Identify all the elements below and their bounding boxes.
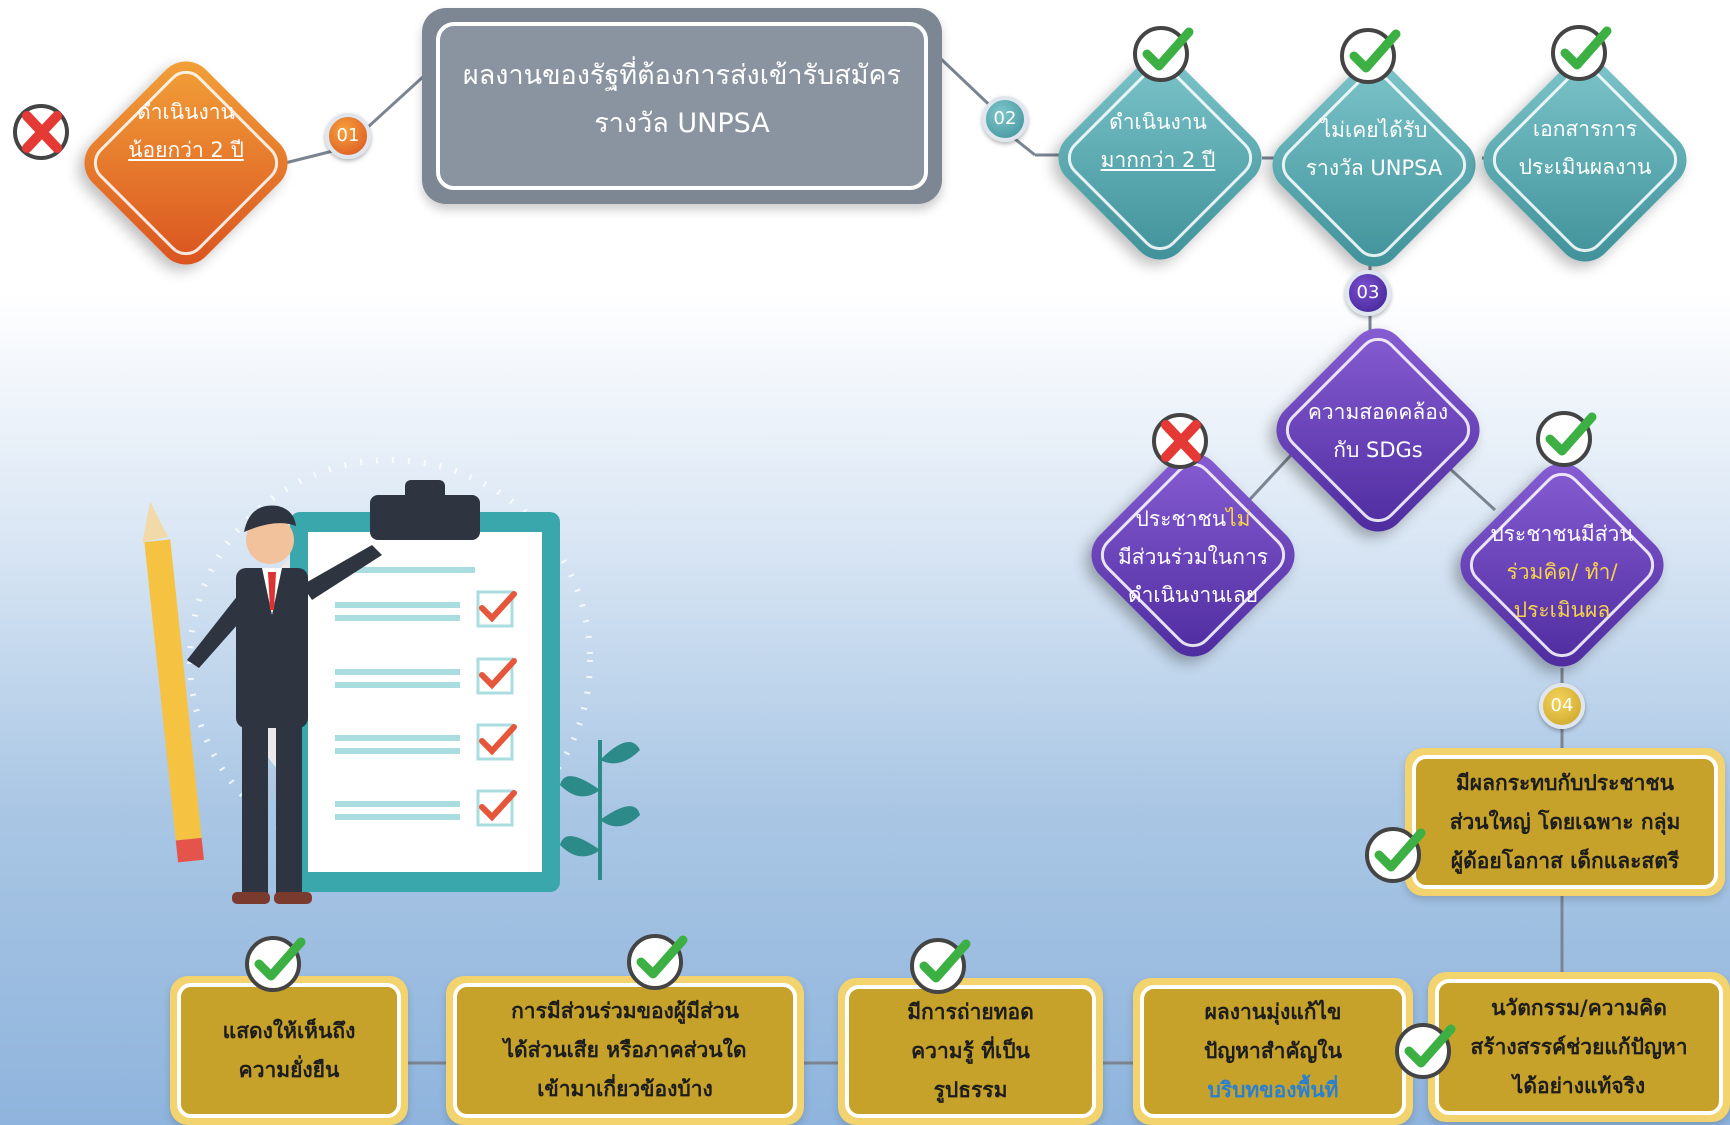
problem-line2: ปัญหาสำคัญใน (1203, 1039, 1343, 1063)
participation-check-icon (1534, 405, 1598, 469)
box-innovation: นวัตกรรม/ความคิด สร้างสรรค์ช่วยแก้ปัญหา … (1428, 972, 1730, 1122)
sustain-line2: ความยั่งยืน (238, 1057, 340, 1082)
stage3-no-line1b: ไม่ (1226, 507, 1251, 531)
impact-line3: ผู้ด้อยโอกาส เด็กและสตรี (1450, 848, 1680, 873)
participation-line1: การมีส่วนร่วมของผู้มีส่วน (511, 999, 739, 1023)
participation-line3: เข้ามาเกี่ยวข้องบ้าง (537, 1077, 713, 1101)
stage1-text: ดำเนินงาน น้อยกว่า 2 ปี (86, 93, 286, 169)
no-participation-cross-icon (1150, 407, 1214, 471)
stage3-sdg-line1: ความสอดคล้อง (1307, 400, 1449, 424)
checklist-illustration (142, 457, 640, 904)
stage3-no-line2: มีส่วนร่วมในการ (1117, 545, 1269, 569)
stage2-text-duration: ดำเนินงาน มากกว่า 2 ปี (1058, 103, 1258, 179)
award-check-icon (1338, 22, 1402, 86)
main-title-box: ผลงานของรัฐที่ต้องการส่งเข้ารับสมัคร ราง… (422, 8, 942, 204)
stage2-text-award: ไม่เคยได้รับ รางวัล UNPSA (1274, 111, 1474, 187)
innovation-check-icon (1393, 1017, 1457, 1081)
stage3-no-line3: ดำเนินงานเลย (1127, 583, 1259, 607)
innovation-line2: สร้างสรรค์ช่วยแก้ปัญหา (1470, 1034, 1688, 1059)
duration-check-icon (1131, 20, 1195, 84)
step-badge-01: 01 (325, 113, 371, 159)
impact-check-icon (1363, 821, 1427, 885)
stage2-duration-line1: ดำเนินงาน (1109, 110, 1207, 134)
stage1-line2: น้อยกว่า 2 ปี (128, 138, 244, 162)
participation-line2: ได้ส่วนเสีย หรือภาคส่วนใด (503, 1038, 747, 1062)
stage3-yes-line2: ร่วมคิด/ ทำ/ (1506, 560, 1618, 584)
stage3-yes-line3: ประเมินผล (1513, 598, 1611, 622)
box-participation: การมีส่วนร่วมของผู้มีส่วน ได้ส่วนเสีย หร… (446, 976, 804, 1125)
stage3-no-line1: ประชาชนไม่ (1093, 500, 1293, 538)
sustain-check-icon (243, 930, 307, 994)
step-badge-04: 04 (1539, 683, 1585, 729)
box-knowledge: มีการถ่ายทอด ความรู้ ที่เป็น รูปธรรม (838, 978, 1103, 1125)
impact-line1: มีผลกระทบกับประชาชน (1455, 770, 1675, 795)
stage3-yes-line1: ประชาชนมีส่วน (1490, 522, 1634, 546)
innovation-line1: นวัตกรรม/ความคิด (1491, 995, 1667, 1020)
stage3-text-no-participation: ประชาชนไม่ มีส่วนร่วมในการ ดำเนินงานเลย (1093, 500, 1293, 614)
knowledge-line2: ความรู้ ที่เป็น (911, 1039, 1030, 1063)
knowledge-check-icon (908, 932, 972, 996)
title-line2: รางวัล UNPSA (594, 108, 770, 139)
step-badge-03: 03 (1345, 270, 1391, 316)
stage2-duration-line2: มากกว่า 2 ปี (1100, 148, 1216, 172)
stage3-sdg-line2: กับ SDGs (1333, 438, 1423, 462)
innovation-line3: ได้อย่างแท้จริง (1512, 1073, 1646, 1098)
problem-line3: บริบทของพื้นที่ (1207, 1078, 1339, 1102)
stage3-text-sdg: ความสอดคล้อง กับ SDGs (1278, 393, 1478, 469)
stage1-line1: ดำเนินงาน (137, 100, 235, 124)
title-line1: ผลงานของรัฐที่ต้องการส่งเข้ารับสมัคร (462, 60, 902, 91)
stage3-text-participation: ประชาชนมีส่วน ร่วมคิด/ ทำ/ ประเมินผล (1462, 515, 1662, 629)
knowledge-line1: มีการถ่ายทอด (907, 1000, 1034, 1024)
stage2-award-line1: ไม่เคยได้รับ (1320, 118, 1428, 142)
knowledge-line3: รูปธรรม (933, 1078, 1008, 1102)
stage1-reject-cross-icon (11, 98, 75, 162)
problem-line1: ผลงานมุ่งแก้ไข (1204, 1000, 1342, 1024)
stage2-award-line2: รางวัล UNPSA (1305, 156, 1443, 180)
step-badge-02: 02 (982, 96, 1028, 142)
box-problem: ผลงานมุ่งแก้ไข ปัญหาสำคัญใน บริบทของพื้น… (1133, 978, 1413, 1125)
stage2-text-docs: เอกสารการ ประเมินผลงาน (1485, 110, 1685, 186)
participation-box-check-icon (625, 928, 689, 992)
box-impact: มีผลกระทบกับประชาชน ส่วนใหญ่ โดยเฉพาะ กล… (1405, 748, 1725, 896)
sustain-line1: แสดงให้เห็นถึง (222, 1018, 356, 1043)
docs-check-icon (1549, 19, 1613, 83)
impact-line2: ส่วนใหญ่ โดยเฉพาะ กลุ่ม (1449, 809, 1681, 834)
stage2-docs-line2: ประเมินผลงาน (1518, 155, 1652, 179)
stage3-no-line1a: ประชาชน (1135, 507, 1227, 531)
box-sustainability: แสดงให้เห็นถึง ความยั่งยืน (170, 976, 408, 1125)
stage2-docs-line1: เอกสารการ (1532, 117, 1638, 141)
